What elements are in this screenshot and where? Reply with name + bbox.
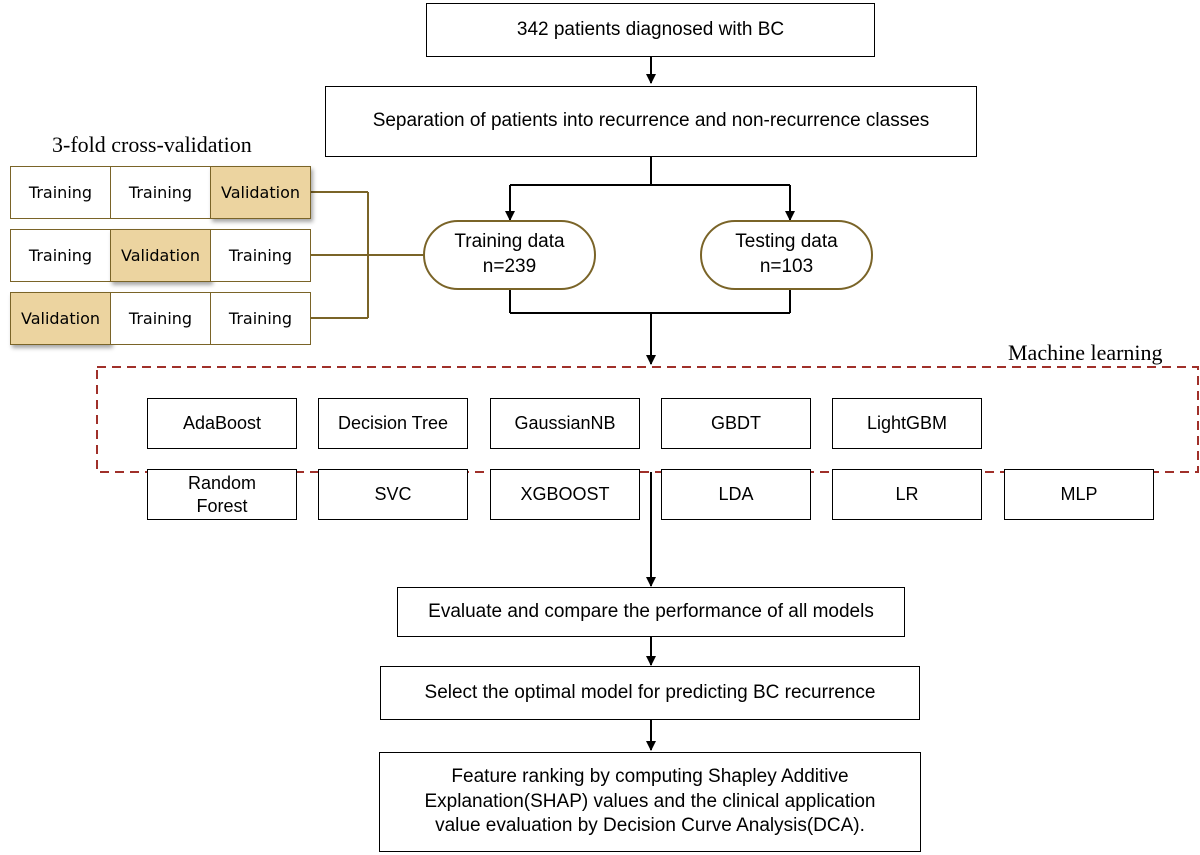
model-random-forest: Random Forest bbox=[147, 469, 297, 520]
model-lr: LR bbox=[832, 469, 982, 520]
select-box: Select the optimal model for predicting … bbox=[380, 666, 920, 720]
cross-validation-title: 3-fold cross-validation bbox=[52, 132, 252, 157]
cv-cell: Training bbox=[210, 229, 311, 282]
patients-box: 342 patients diagnosed with BC bbox=[426, 3, 875, 57]
testing-data-node: Testing data n=103 bbox=[700, 220, 873, 290]
model-xgboost: XGBOOST bbox=[490, 469, 640, 520]
cv-cell-validation: Validation bbox=[10, 292, 111, 345]
cv-cell: Training bbox=[10, 166, 111, 219]
machine-learning-container bbox=[96, 366, 1199, 473]
model-svc: SVC bbox=[318, 469, 468, 520]
evaluate-box: Evaluate and compare the performance of … bbox=[397, 587, 905, 637]
cv-cell-validation: Validation bbox=[110, 229, 211, 282]
cv-cell: Training bbox=[210, 292, 311, 345]
cv-cell: Training bbox=[110, 166, 211, 219]
separation-box: Separation of patients into recurrence a… bbox=[325, 86, 977, 157]
model-lightgbm: LightGBM bbox=[832, 398, 982, 449]
model-mlp: MLP bbox=[1004, 469, 1154, 520]
cv-cell: Training bbox=[10, 229, 111, 282]
model-adaboost: AdaBoost bbox=[147, 398, 297, 449]
cv-cell: Training bbox=[110, 292, 211, 345]
model-gaussiannb: GaussianNB bbox=[490, 398, 640, 449]
feature-ranking-box: Feature ranking by computing Shapley Add… bbox=[379, 752, 921, 852]
model-gbdt: GBDT bbox=[661, 398, 811, 449]
cv-bracket bbox=[311, 191, 424, 319]
training-data-node: Training data n=239 bbox=[423, 220, 596, 290]
model-decision-tree: Decision Tree bbox=[318, 398, 468, 449]
machine-learning-title: Machine learning bbox=[1008, 340, 1163, 365]
model-lda: LDA bbox=[661, 469, 811, 520]
cv-cell-validation: Validation bbox=[210, 166, 311, 219]
